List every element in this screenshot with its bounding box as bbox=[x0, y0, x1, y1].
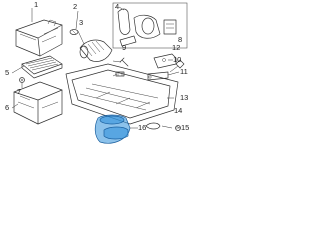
part-11-hose[interactable] bbox=[147, 71, 169, 81]
callout-3: 3 bbox=[79, 18, 84, 27]
callout-8: 8 bbox=[178, 35, 183, 44]
part-10-bracket[interactable] bbox=[153, 53, 177, 69]
part-8-bolt[interactable] bbox=[119, 57, 129, 67]
callout-1: 1 bbox=[34, 0, 39, 9]
callout-4: 4 bbox=[115, 2, 120, 11]
part-15-fastener[interactable] bbox=[175, 125, 181, 131]
part-12-retainer[interactable] bbox=[175, 59, 185, 69]
leader-lines bbox=[11, 6, 181, 129]
callout-5: 5 bbox=[5, 68, 10, 77]
part-14-seal[interactable] bbox=[145, 122, 161, 130]
callout-7: 7 bbox=[17, 87, 22, 96]
part-5-air-filter[interactable] bbox=[21, 55, 63, 79]
parts-diagram: 1 2 3 4 5 6 7 8 9 10 11 12 13 14 15 16 bbox=[0, 0, 200, 147]
callout-11: 11 bbox=[180, 67, 188, 76]
callout-14: 14 bbox=[174, 106, 183, 115]
callout-12: 12 bbox=[172, 43, 181, 52]
callout-13: 13 bbox=[180, 93, 189, 102]
part-16-resonator[interactable] bbox=[94, 114, 131, 144]
part-2-clamp[interactable] bbox=[69, 29, 79, 35]
callout-2: 2 bbox=[73, 2, 78, 11]
callout-9: 9 bbox=[122, 43, 127, 52]
part-3-intake-duct[interactable] bbox=[79, 39, 113, 62]
callout-15: 15 bbox=[181, 123, 190, 132]
part-6-lower-housing[interactable] bbox=[13, 81, 63, 125]
part-13-engine-cover[interactable] bbox=[65, 63, 179, 125]
parts-illustration bbox=[11, 2, 188, 144]
callout-10: 10 bbox=[173, 55, 182, 64]
part-1-air-cleaner-cover[interactable] bbox=[15, 19, 63, 57]
part-7-grommet[interactable] bbox=[19, 77, 25, 83]
callout-6: 6 bbox=[5, 103, 10, 112]
part-4-duct-assembly[interactable] bbox=[112, 2, 188, 49]
callout-16: 16 bbox=[138, 123, 147, 132]
